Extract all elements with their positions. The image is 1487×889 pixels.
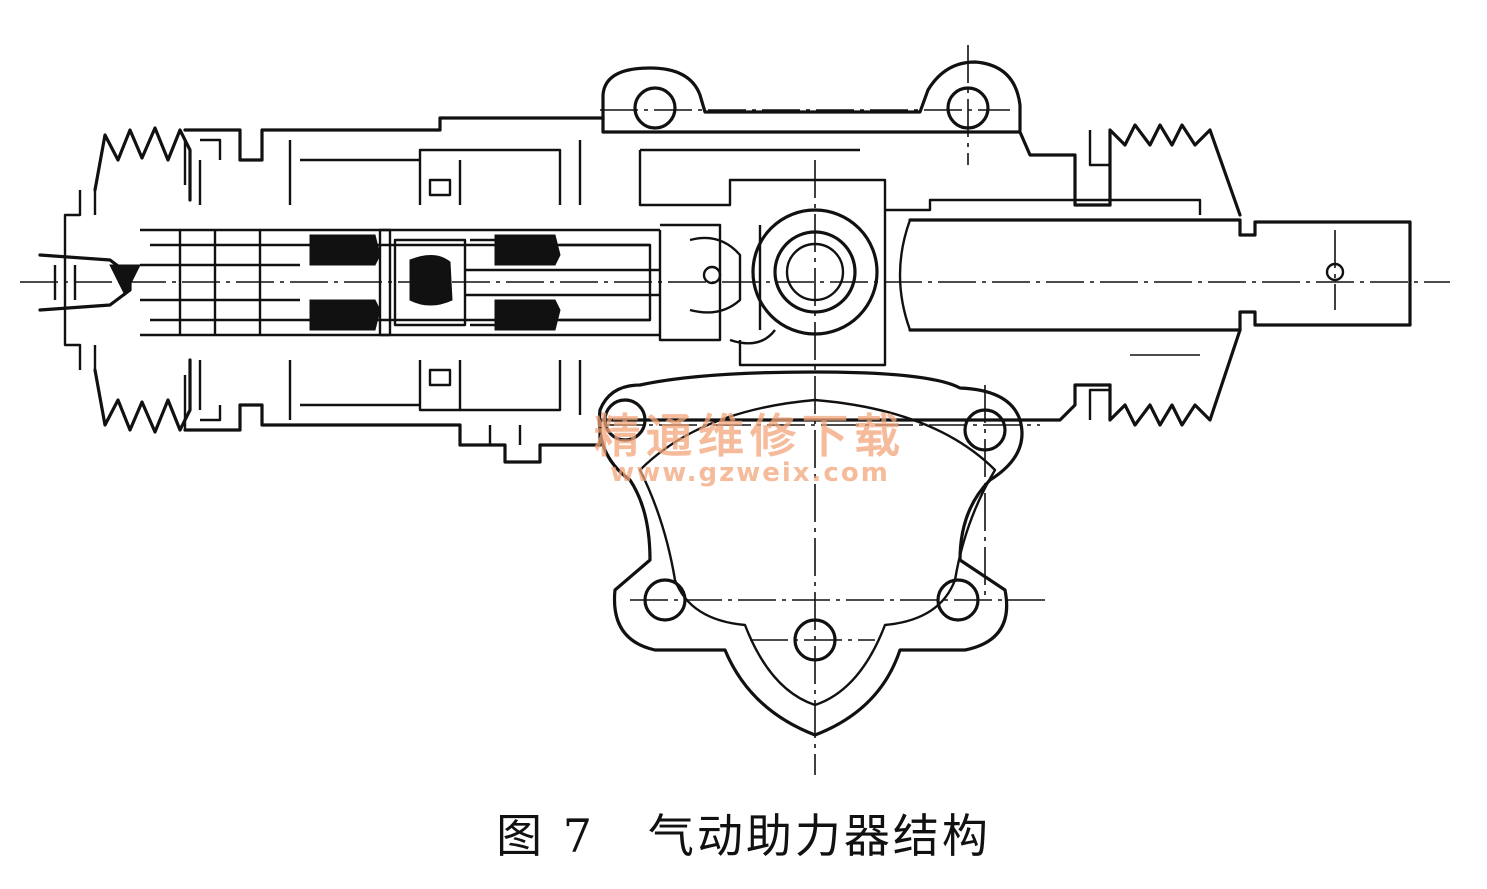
piston-valve-assembly xyxy=(309,223,722,342)
top-mounting-lugs xyxy=(601,60,1022,132)
output-shaft xyxy=(898,218,1412,332)
flange-bolt-hole xyxy=(963,408,1007,452)
main-housing xyxy=(183,116,1202,464)
flange-bolt-hole xyxy=(793,618,837,662)
watermark-site-name: 精通维修下载 xyxy=(594,409,906,463)
caption-number: 图 7 xyxy=(496,809,595,863)
figure-caption: 图 7 气动助力器结构 xyxy=(0,800,1487,866)
flange-bolt-hole xyxy=(936,578,980,622)
flange-bolt-hole xyxy=(643,578,687,622)
left-bellows-boot xyxy=(63,126,222,434)
flange-bolt-hole xyxy=(603,398,647,442)
right-bellows-boot xyxy=(1088,123,1242,427)
bottom-mounting-flange xyxy=(597,370,1024,737)
watermark-url: www.gzweix.com xyxy=(610,458,890,488)
crank-lever xyxy=(689,208,879,345)
center-lines xyxy=(20,45,1450,775)
caption-title: 气动助力器结构 xyxy=(647,809,991,863)
